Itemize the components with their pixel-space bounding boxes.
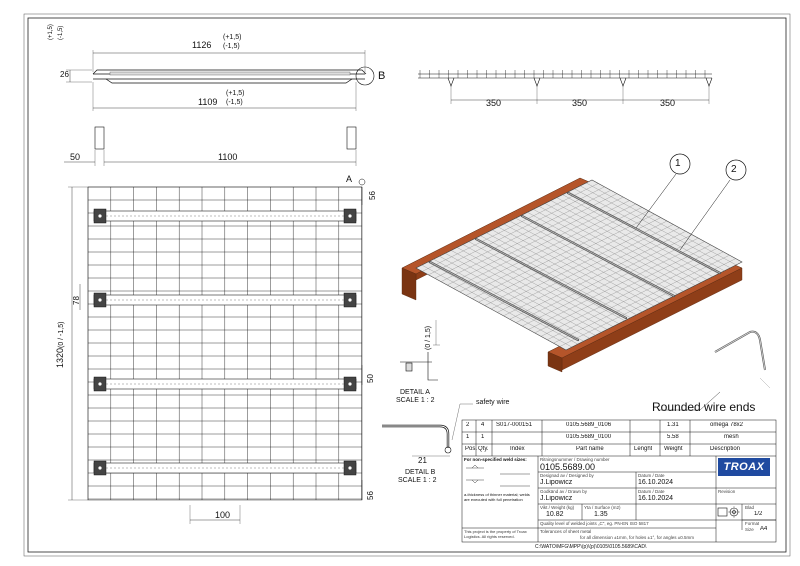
revision-label: Revision (718, 489, 736, 494)
spacing-2: 350 (572, 98, 588, 108)
property-note: This project is the property of Troax Lo… (464, 530, 527, 539)
dim-50-right: 50 (366, 374, 375, 383)
dim-height-26: 26 (60, 70, 69, 79)
date-label-2: Datum / Date (638, 489, 665, 494)
omega-profile-3 (93, 378, 357, 390)
drawing-number-label: Ritningsnummer / Drawing number (540, 457, 610, 462)
troax-logo: TROAX (718, 458, 770, 476)
bom-row-1-weight: 5.58 (667, 434, 679, 440)
general-tolerance-title: Tolerances of sheet metal (540, 529, 592, 534)
detail-a-marker: A (346, 174, 353, 184)
bom-row-2-qty: 4 (481, 422, 485, 428)
balloon-1: 1 (675, 158, 681, 169)
bom-row-1-qty: 1 (481, 434, 485, 440)
tol-1320: (0 / -1,5) (58, 321, 65, 348)
bom-header-weight: Weight (664, 446, 683, 452)
detail-b-title: DETAIL B (405, 469, 436, 476)
area-value: 1.35 (594, 511, 608, 518)
tol-height-minus: (-1,5) (58, 25, 64, 40)
dim-56-top: 56 (368, 191, 377, 200)
detail-a-tolerance: (0 / 1,5) (425, 325, 432, 350)
date-label-1: Datum / Date (638, 473, 665, 478)
tol-minus-1109: (-1,5) (226, 99, 243, 106)
bom-row-2-weight: 1.31 (667, 422, 679, 428)
end-profiles (64, 126, 357, 166)
spacing-3: 350 (660, 98, 676, 108)
bom-header-pos: Pos. (465, 446, 478, 452)
tol-plus-1109: (+1,5) (226, 90, 245, 97)
tol-plus-1126: (+1,5) (223, 34, 242, 41)
detail-a-drawing (400, 320, 440, 381)
title-block-frame (461, 419, 777, 543)
dim-56-bottom: 56 (366, 491, 375, 500)
bom-row-1-desc: mesh (724, 434, 739, 440)
bom-row-2-pos: 2 (466, 422, 470, 428)
designed-by: J.Lipowicz (540, 479, 573, 486)
omega-profile-4 (93, 462, 357, 474)
dim-100: 100 (215, 510, 231, 520)
projection-symbol-icon (717, 506, 740, 518)
dim-78: 78 (72, 296, 81, 305)
dim-inner-length: 1109 (198, 97, 218, 107)
bom-header-length: Lenght (634, 446, 653, 452)
tol-minus-1126: (-1,5) (223, 43, 240, 50)
format-value: A4 (760, 526, 768, 532)
dim-21: 21 (418, 456, 427, 465)
bom-header-part: Part name (576, 446, 604, 452)
bom-row-2-index: S017-000151 (496, 422, 533, 428)
weld-symbols-icon (466, 464, 530, 487)
omega-profile-2 (93, 294, 357, 306)
bom-header-index: Index (510, 446, 525, 452)
detail-b-marker: B (378, 70, 386, 82)
file-path: C:\WATO\MFG\MPP\(p)\(p)\0105\0105.5689\C… (535, 544, 647, 550)
side-view (418, 70, 713, 104)
format-label: Format (745, 521, 760, 526)
tolerance-values: for all dimension ±1mm, for holes ±1°, f… (580, 535, 695, 540)
bom-row-1-part: 0105.5689_0100 (566, 434, 612, 440)
dim-overall-length: 1126 (192, 40, 212, 50)
sheet-label: Blad (745, 505, 755, 510)
detail-b-scale: SCALE 1 : 2 (398, 477, 437, 484)
weight-label: Vikt / Weight (kg) (540, 505, 575, 510)
dim-1320: 1320 (55, 347, 65, 368)
bom-row-2-part: 0105.5689_0106 (566, 422, 612, 428)
omega-profile-1 (93, 210, 357, 222)
detail-b-drawing (382, 403, 473, 457)
bom-header-qty: Qty. (478, 446, 489, 452)
weld-notes-title: For non-specified weld sizes: (464, 457, 527, 462)
plan-view-mesh (87, 186, 363, 501)
tol-height: (+1,5) (48, 24, 54, 40)
weight-value: 10.82 (546, 511, 564, 518)
drawing-number: 0105.5689.00 (540, 462, 596, 472)
area-label: Yta / Surface (m2) (584, 505, 621, 510)
designed-label: Designad av / Designed by (540, 473, 594, 478)
isometric-view (401, 153, 771, 411)
balloon-2: 2 (731, 164, 737, 175)
date-1: 16.10.2024 (638, 479, 674, 486)
sheet-value: 1/2 (754, 511, 763, 517)
size-label: Size (745, 527, 754, 532)
bom-row-2-desc: omega 78x2 (710, 422, 744, 428)
dim-50: 50 (70, 152, 81, 162)
dim-1100: 1100 (218, 152, 238, 162)
quality-text: Quality level of welded joints „C", eg. … (540, 521, 649, 526)
top-view (66, 50, 375, 111)
sheet-outer-border (23, 13, 791, 557)
detail-a-title: DETAIL A (400, 389, 430, 396)
spacing-1: 350 (486, 98, 502, 108)
plan-view-dims (68, 178, 366, 524)
detail-a-scale: SCALE 1 : 2 (396, 397, 435, 404)
bom-header-desc: Description (710, 446, 741, 452)
approved-label: Godkänd av / Drawn by (540, 489, 588, 494)
approved-by: J.Lipowicz (540, 495, 573, 502)
safety-wire-label: safety wire (476, 399, 510, 406)
bom-row-1-pos: 1 (466, 434, 470, 440)
date-2: 16.10.2024 (638, 495, 674, 502)
weld-notes-text: a-thickness of thinner material; welds a… (464, 492, 530, 502)
sheet-border (27, 17, 787, 553)
rounded-wire-ends-label: Rounded wire ends (652, 400, 756, 414)
